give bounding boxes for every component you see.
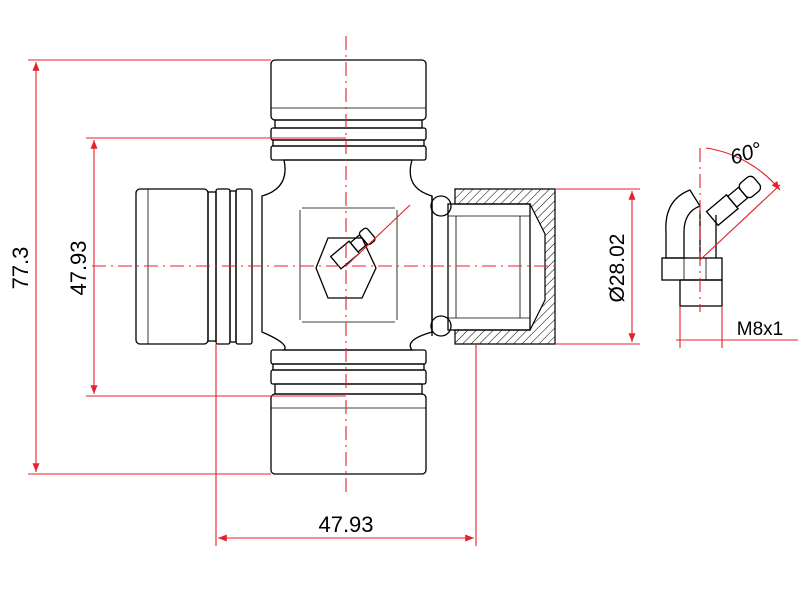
- dimension-overall-height: [28, 59, 271, 475]
- dimension-cross-width: [215, 344, 477, 546]
- dimension-cup-diameter: [555, 188, 640, 345]
- cross-width-label: 47.93: [318, 512, 373, 537]
- cup-diameter-label: Ø28.02: [606, 234, 629, 303]
- cross-height-label: 47.93: [66, 240, 91, 295]
- overall-height-label: 77.3: [8, 247, 33, 290]
- centerlines: [92, 36, 560, 496]
- fitting-angle-label: 60°: [727, 138, 764, 170]
- grease-fitting-detail: [661, 147, 798, 348]
- bottom-bearing-cap: [270, 349, 427, 475]
- top-bearing-cap: [270, 59, 427, 161]
- grease-nipple-center: [315, 227, 377, 299]
- thread-label: M8x1: [737, 319, 783, 340]
- cross-body: [261, 159, 433, 351]
